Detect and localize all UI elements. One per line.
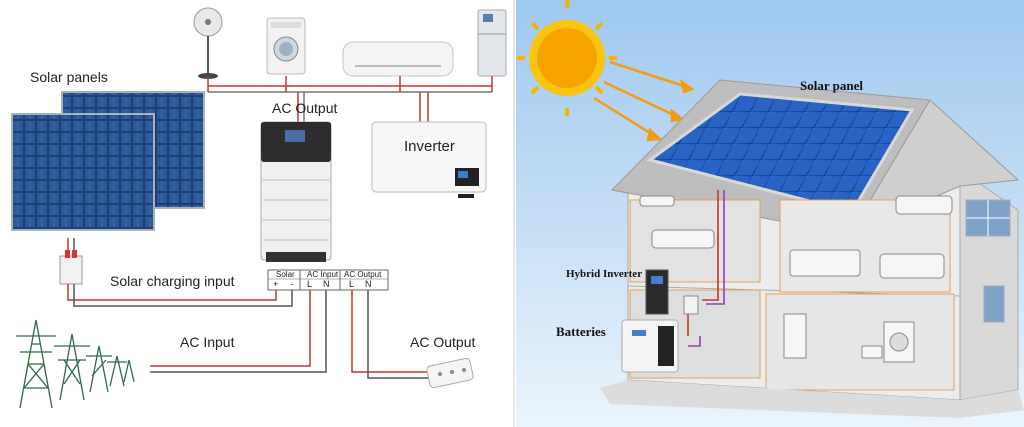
inverter-box bbox=[371, 121, 487, 198]
air-conditioner-icon bbox=[342, 41, 454, 77]
house-wiring bbox=[687, 190, 725, 347]
dc-breaker-icon bbox=[59, 238, 83, 285]
ac-input-label: AC Input bbox=[180, 334, 235, 350]
ground bbox=[600, 380, 1024, 418]
terminal-plus: + bbox=[273, 279, 279, 289]
sun-rays bbox=[593, 60, 695, 142]
refrigerator-icon bbox=[477, 9, 507, 77]
solar-panel-label: Solar panel bbox=[800, 78, 863, 93]
solar-panels-label: Solar panels bbox=[30, 69, 108, 85]
hybrid-inverter-unit bbox=[645, 269, 699, 315]
ac-input-wires bbox=[150, 290, 327, 373]
battery-stack bbox=[260, 121, 332, 262]
sun-icon bbox=[517, 0, 617, 116]
terminal-l-out: L bbox=[349, 279, 355, 289]
power-strip-icon bbox=[426, 357, 474, 389]
ac-output-wires bbox=[351, 290, 430, 379]
terminal-minus: - bbox=[290, 279, 293, 289]
solar-panel-front bbox=[11, 113, 155, 231]
battery-unit bbox=[621, 319, 679, 373]
batteries-label: Batteries bbox=[556, 324, 606, 339]
terminal-n-in: N bbox=[323, 279, 330, 289]
terminal-solar-header: Solar bbox=[276, 270, 295, 279]
left-wiring-diagram bbox=[11, 7, 507, 409]
furniture-icons bbox=[639, 195, 953, 363]
ac-output-top-label: AC Output bbox=[272, 100, 338, 116]
terminal-ac-output-header: AC Output bbox=[344, 270, 382, 279]
inverter-label: Inverter bbox=[404, 138, 455, 155]
ac-output-bottom-label: AC Output bbox=[410, 334, 476, 350]
right-house-illustration bbox=[516, 0, 1024, 427]
fan-icon bbox=[193, 7, 223, 79]
solar-charging-wires bbox=[67, 284, 293, 307]
hybrid-inverter-label: Hybrid Inverter bbox=[566, 268, 643, 280]
terminal-ac-input-header: AC Input bbox=[307, 270, 339, 279]
terminal-l-in: L bbox=[307, 279, 313, 289]
solar-charging-input-label: Solar charging input bbox=[110, 273, 235, 289]
washing-machine-icon bbox=[266, 17, 306, 75]
terminal-strip bbox=[267, 269, 389, 291]
power-tower-icon bbox=[16, 319, 135, 409]
terminal-n-out: N bbox=[365, 279, 372, 289]
